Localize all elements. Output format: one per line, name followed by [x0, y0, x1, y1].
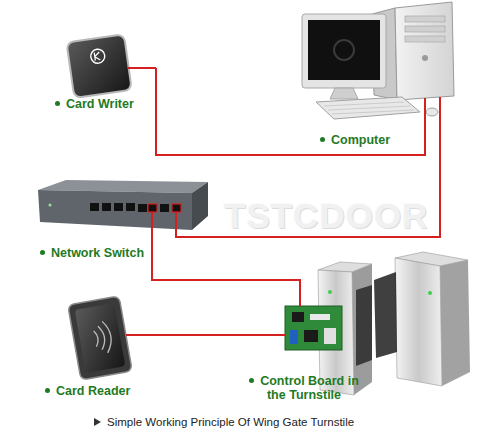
gate-indicator: [428, 291, 432, 295]
device-label: Computer: [320, 133, 460, 147]
device-label-text: Card Reader: [56, 384, 130, 398]
caption-row: Simple Working Principle Of Wing Gate Tu…: [94, 416, 354, 428]
device-label: Card Writer: [55, 97, 155, 111]
device-node: Network Switch: [35, 176, 210, 264]
device-node: Control Board in the Turnstile: [248, 302, 360, 402]
device-node: Computer: [298, 2, 465, 152]
card-writer-icon: [90, 48, 106, 64]
power-button: [422, 55, 428, 61]
control-board-pcb: [285, 306, 342, 350]
screen-logo: [334, 40, 354, 60]
network-cable: [156, 68, 425, 155]
bullet-dot: [40, 250, 45, 255]
bullet-dot: [45, 388, 50, 393]
drive-bay: [405, 26, 445, 32]
pcb-board: [285, 306, 342, 350]
device-label-text: Card Writer: [66, 97, 134, 111]
caption-triangle: [94, 418, 101, 426]
card-writer-icon: [94, 52, 100, 61]
wire-stubs: [126, 68, 440, 335]
gate-wing: [374, 272, 397, 358]
drive-bay: [405, 16, 445, 22]
network-cable: [210, 152, 440, 237]
watermark: TSTCDOOR: [224, 196, 428, 236]
device-label-text: Computer: [331, 133, 390, 147]
device-label: Network Switch: [40, 246, 205, 260]
switch-side: [192, 182, 208, 230]
device-label: Card Reader: [45, 384, 155, 398]
device-label-text: Network Switch: [51, 246, 144, 260]
pcb-connector: [324, 328, 336, 344]
card-writer-device: [67, 34, 132, 98]
pcb-terminal: [290, 330, 298, 344]
network-switch-device: [38, 180, 208, 230]
bullet-dot: [55, 101, 60, 106]
bullet-dot: [249, 378, 254, 383]
switch-led: [49, 204, 52, 207]
device-node: Card Reader: [42, 296, 156, 400]
card-writer-body: [67, 34, 132, 98]
monitor-screen: [308, 20, 380, 80]
card-reader-icon: [92, 320, 113, 354]
switch-front: [38, 190, 192, 230]
pcb-chip: [292, 312, 304, 322]
mouse: [426, 108, 438, 116]
keyboard-keys: [324, 102, 414, 114]
switch-ports: [90, 203, 181, 212]
pcb-connector: [310, 314, 330, 320]
device-node: Card Writer: [52, 30, 156, 116]
gate-wing: [356, 285, 372, 366]
keyboard: [316, 97, 420, 119]
device-label-text: Control Board in the Turnstile: [260, 374, 359, 402]
network-cable: [156, 334, 248, 336]
device-label: Control Board in the Turnstile: [248, 374, 360, 402]
network-cable: [152, 264, 300, 302]
monitor-frame: [302, 14, 386, 88]
drive-bay: [405, 36, 445, 42]
monitor-stand: [330, 88, 358, 99]
gate-cabinet: [395, 258, 442, 386]
pcb-chip: [304, 330, 318, 342]
card-reader-body: [68, 296, 132, 380]
caption-text: Simple Working Principle Of Wing Gate Tu…: [107, 416, 354, 428]
gate-side: [440, 260, 470, 386]
tower-front: [395, 2, 454, 100]
card-reader-device: [68, 296, 132, 380]
computer-device: [302, 2, 454, 119]
bullet-dot: [320, 137, 325, 142]
card-reader-face: [75, 303, 126, 373]
gate-indicator: [328, 290, 332, 294]
